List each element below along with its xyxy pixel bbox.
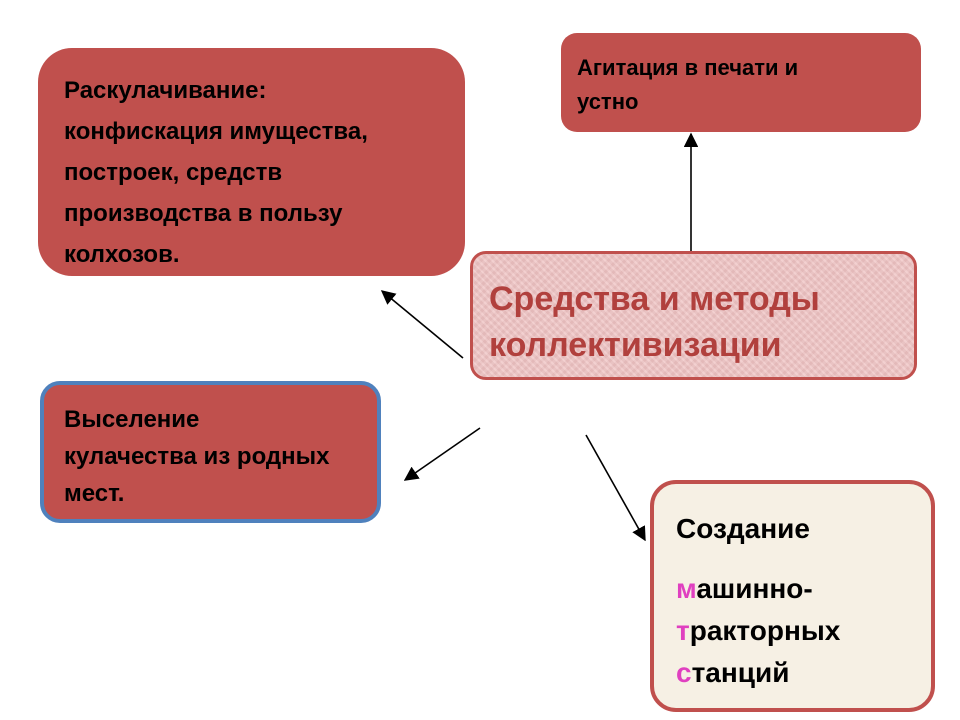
dekulakization-line: колхозов. — [64, 241, 180, 268]
mts-line-3: станций — [676, 652, 921, 694]
arrow-to-mts — [585, 434, 646, 542]
mts-highlight-letter: с — [676, 657, 692, 688]
agitation-box: Агитация в печати и устно — [561, 33, 921, 132]
mts-line-2: тракторных — [676, 610, 921, 652]
center-topic-line: коллективизации — [489, 326, 782, 364]
arrow-to-dekulakization — [380, 290, 464, 359]
dekulakization-box: Раскулачивание: конфискация имущества, п… — [38, 48, 465, 276]
mts-box: Создание машинно- тракторных станций — [650, 480, 935, 712]
mts-line-text: ашинно- — [696, 573, 813, 604]
mts-title: Создание — [676, 513, 810, 544]
agitation-line: устно — [577, 89, 639, 114]
mts-line-text: танций — [691, 657, 790, 688]
dekulakization-line: построек, средств — [64, 159, 283, 186]
arrow-to-eviction — [403, 427, 481, 481]
mts-line-1: машинно- — [676, 568, 921, 610]
mts-highlight-letter: т — [676, 615, 690, 646]
eviction-line: Выселение — [64, 406, 200, 433]
center-topic-box: Средства и методы коллективизации — [470, 251, 917, 380]
mts-line-text: ракторных — [689, 615, 841, 646]
dekulakization-line: конфискация имущества, — [64, 118, 368, 145]
eviction-line: мест. — [64, 480, 125, 507]
dekulakization-line: Раскулачивание: — [64, 77, 267, 104]
eviction-line: кулачества из родных — [64, 443, 330, 470]
center-topic-line: Средства и методы — [489, 280, 820, 318]
agitation-line: Агитация в печати и — [577, 55, 799, 80]
mts-highlight-letter: м — [676, 573, 697, 604]
dekulakization-line: производства в пользу — [64, 200, 343, 227]
eviction-box: Выселение кулачества из родных мест. — [40, 381, 381, 523]
